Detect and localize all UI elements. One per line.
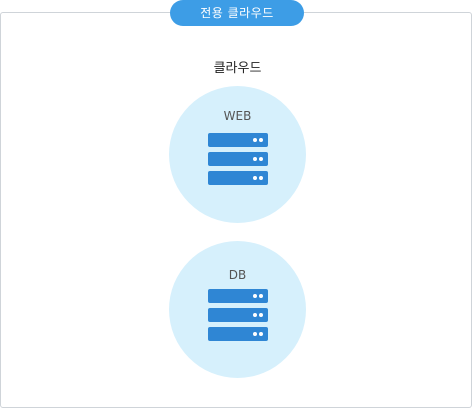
server-rack-icon <box>208 133 268 190</box>
cloud-title: 클라우드 <box>213 61 262 76</box>
server-unit <box>208 133 268 147</box>
server-unit <box>208 308 268 322</box>
server-unit <box>208 171 268 185</box>
web-node: WEB <box>169 86 306 223</box>
server-unit <box>208 152 268 166</box>
server-rack-icon <box>208 289 268 346</box>
server-unit <box>208 327 268 341</box>
db-node: DB <box>169 241 306 378</box>
db-node-label: DB <box>228 268 247 282</box>
web-node-label: WEB <box>223 109 252 123</box>
dedicated-cloud-badge: 전용 클라우드 <box>170 0 304 26</box>
server-unit <box>208 289 268 303</box>
